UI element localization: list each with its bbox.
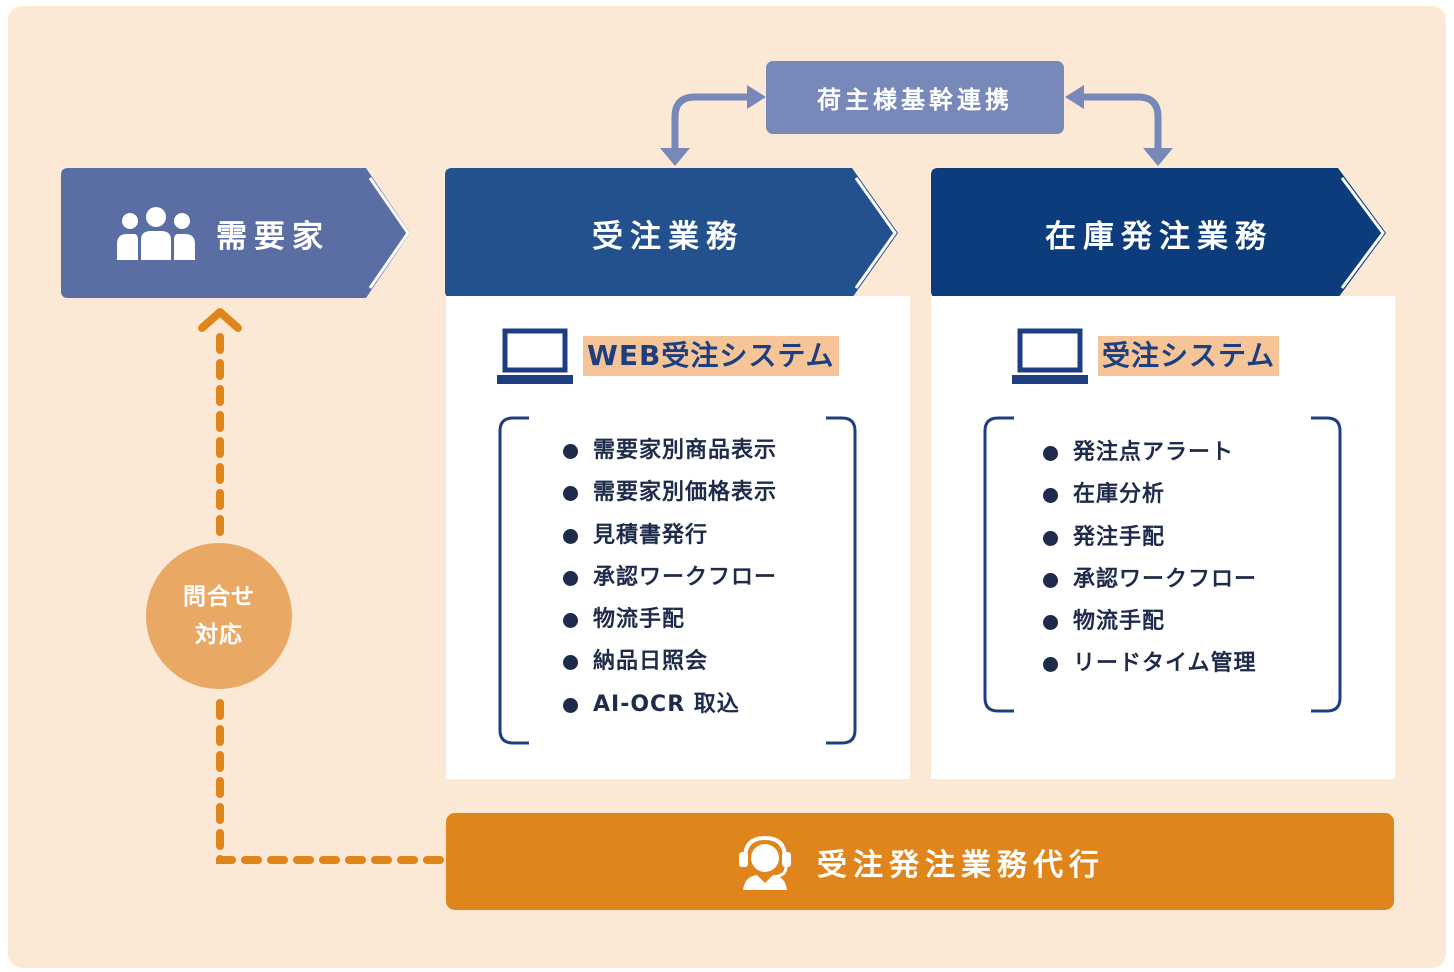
list-item: 在庫分析	[1043, 474, 1257, 516]
order-chevron-tip-line	[854, 177, 897, 289]
laptop-icon	[497, 328, 573, 384]
core-left-arrowhead-down	[660, 148, 690, 166]
list-item: 納品日照会	[563, 641, 777, 683]
demander-label: 需要家	[216, 218, 330, 255]
order-system-name: 受注システム	[1098, 336, 1280, 376]
stock-chevron-tip-line	[1340, 177, 1385, 289]
stock-chevron	[931, 168, 1386, 298]
core-system-label: 荷主様基幹連携	[817, 86, 1013, 114]
core-system-box: 荷主様基幹連携	[766, 61, 1064, 134]
stock-order-stage-label: 在庫発注業務	[1045, 218, 1273, 255]
web-order-system-title: WEB受注システム	[497, 328, 839, 384]
order-system-feature-list: 発注点アラート 在庫分析 発注手配 承認ワークフロー 物流手配 リードタイム管理	[1043, 432, 1257, 686]
list-item: AI-OCR 取込	[563, 684, 777, 726]
core-left-arrowhead-right	[747, 85, 766, 109]
web-order-feature-list: 需要家別商品表示 需要家別価格表示 見積書発行 承認ワークフロー 物流手配 納品…	[563, 430, 777, 726]
order-system-title: 受注システム	[1012, 328, 1280, 384]
core-right-arrowhead-left	[1065, 85, 1084, 109]
laptop-icon	[1012, 328, 1088, 384]
list-item: 承認ワークフロー	[1043, 559, 1257, 601]
agency-bar: 受注発注業務代行	[446, 813, 1394, 910]
demander-chevron	[61, 168, 410, 298]
list-item: 見積書発行	[563, 515, 777, 557]
order-stage-label: 受注業務	[592, 218, 744, 255]
core-right-connector	[1083, 93, 1162, 150]
inquiry-arrowhead	[198, 308, 242, 332]
list-item: 発注手配	[1043, 517, 1257, 559]
core-right-arrowhead-down	[1143, 148, 1173, 166]
list-item: 発注点アラート	[1043, 432, 1257, 474]
list-item: 物流手配	[563, 599, 777, 641]
list-item: 需要家別価格表示	[563, 472, 777, 514]
inquiry-line2: 対応	[195, 622, 243, 648]
demander-chevron-tip-line	[368, 177, 410, 289]
demander-label-group: 需要家	[114, 206, 330, 260]
inquiry-line1: 問合せ	[183, 584, 255, 610]
list-item: 承認ワークフロー	[563, 557, 777, 599]
order-chevron	[445, 168, 898, 298]
list-item: 物流手配	[1043, 601, 1257, 643]
list-item: 需要家別商品表示	[563, 430, 777, 472]
headset-operator-icon	[739, 835, 791, 890]
list-item: リードタイム管理	[1043, 643, 1257, 685]
people-icon	[117, 207, 195, 260]
web-order-system-name: WEB受注システム	[583, 336, 839, 376]
inquiry-dashed-line-lower	[216, 696, 444, 864]
core-left-connector	[671, 93, 748, 150]
inquiry-circle: 問合せ 対応	[146, 543, 292, 689]
agency-label: 受注発注業務代行	[817, 847, 1105, 883]
